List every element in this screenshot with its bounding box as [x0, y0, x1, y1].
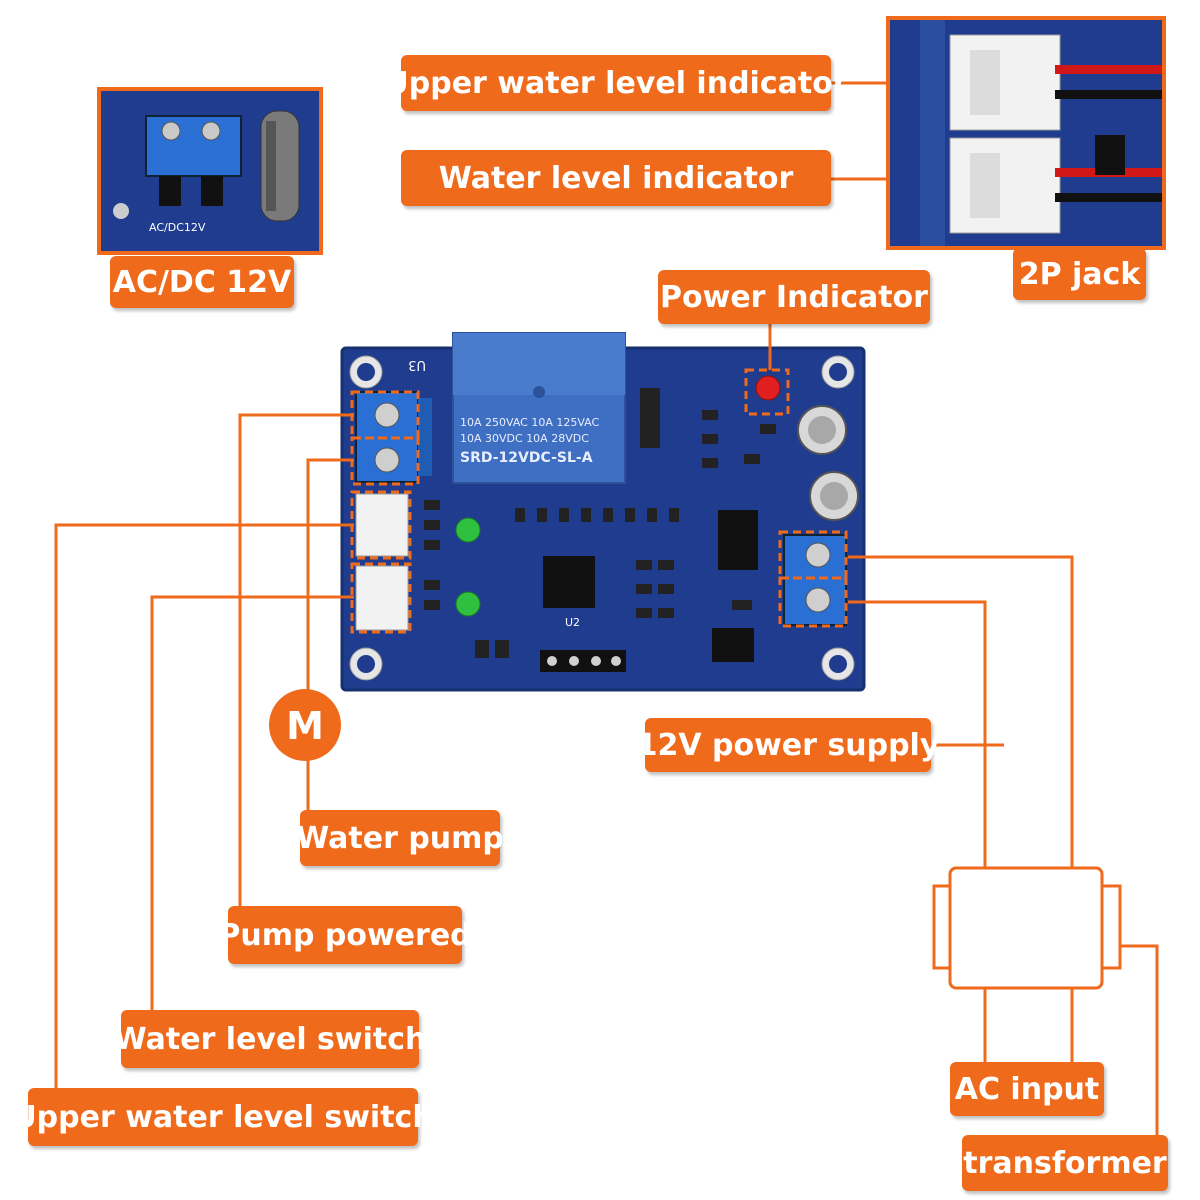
voltage-regulator — [718, 510, 758, 570]
label-power-indicator: Power Indicator — [658, 270, 930, 324]
motor-letter: M — [286, 704, 324, 748]
label-transformer: transformer — [962, 1135, 1168, 1191]
label-water-level-indicator: Water level indicator — [401, 150, 831, 206]
label-water-level-switch: Water level switch — [114, 1010, 426, 1068]
inset-silkscreen-text: AC/DC12V — [149, 221, 206, 234]
power-led — [755, 375, 781, 401]
bridge-rectifier — [712, 628, 754, 662]
power-terminal-photo: AC/DC12V — [101, 91, 319, 251]
label-pump-powered: Pump powered — [218, 906, 472, 964]
label-upper-water-level-switch: Upper water level switch — [12, 1088, 434, 1146]
programming-header — [540, 650, 626, 672]
relay-rating-1: 10A 250VAC 10A 125VAC — [460, 416, 600, 429]
power-terminal-photo-inset: AC/DC12V — [97, 87, 323, 255]
water-level-led-lower — [455, 591, 481, 617]
water-level-led-upper — [455, 517, 481, 543]
capacitors — [797, 405, 859, 521]
label-ac-input: AC input — [950, 1062, 1104, 1116]
relay-rating-2: 10A 30VDC 10A 28VDC — [460, 432, 589, 445]
label-12v-power-supply: 12V power supply — [637, 718, 939, 772]
ic-silkscreen: U2 — [565, 616, 580, 629]
label-2p-jack: 2P jack — [1013, 248, 1146, 300]
label-ac-dc-12v: AC/DC 12V — [110, 256, 294, 308]
label-upper-water-level-indicator: Upper water level indicator — [384, 55, 848, 111]
two-p-jack-photo — [890, 20, 1162, 246]
board-2p-jacks — [355, 493, 409, 631]
transformer-symbol — [932, 866, 1122, 990]
power-terminal-silkscreen: AC/DC12V — [888, 531, 901, 588]
label-water-pump: Water pump — [296, 810, 504, 866]
two-p-jack-photo-inset — [886, 16, 1166, 250]
relay: 10A 250VAC 10A 125VAC 10A 30VDC 10A 28VD… — [452, 332, 626, 484]
motor-symbol: M — [269, 689, 341, 761]
smd-components — [424, 388, 776, 658]
relay-model: SRD-12VDC-SL-A — [460, 450, 593, 466]
control-ic — [543, 556, 595, 608]
regulator-silkscreen: U3 — [408, 357, 426, 372]
